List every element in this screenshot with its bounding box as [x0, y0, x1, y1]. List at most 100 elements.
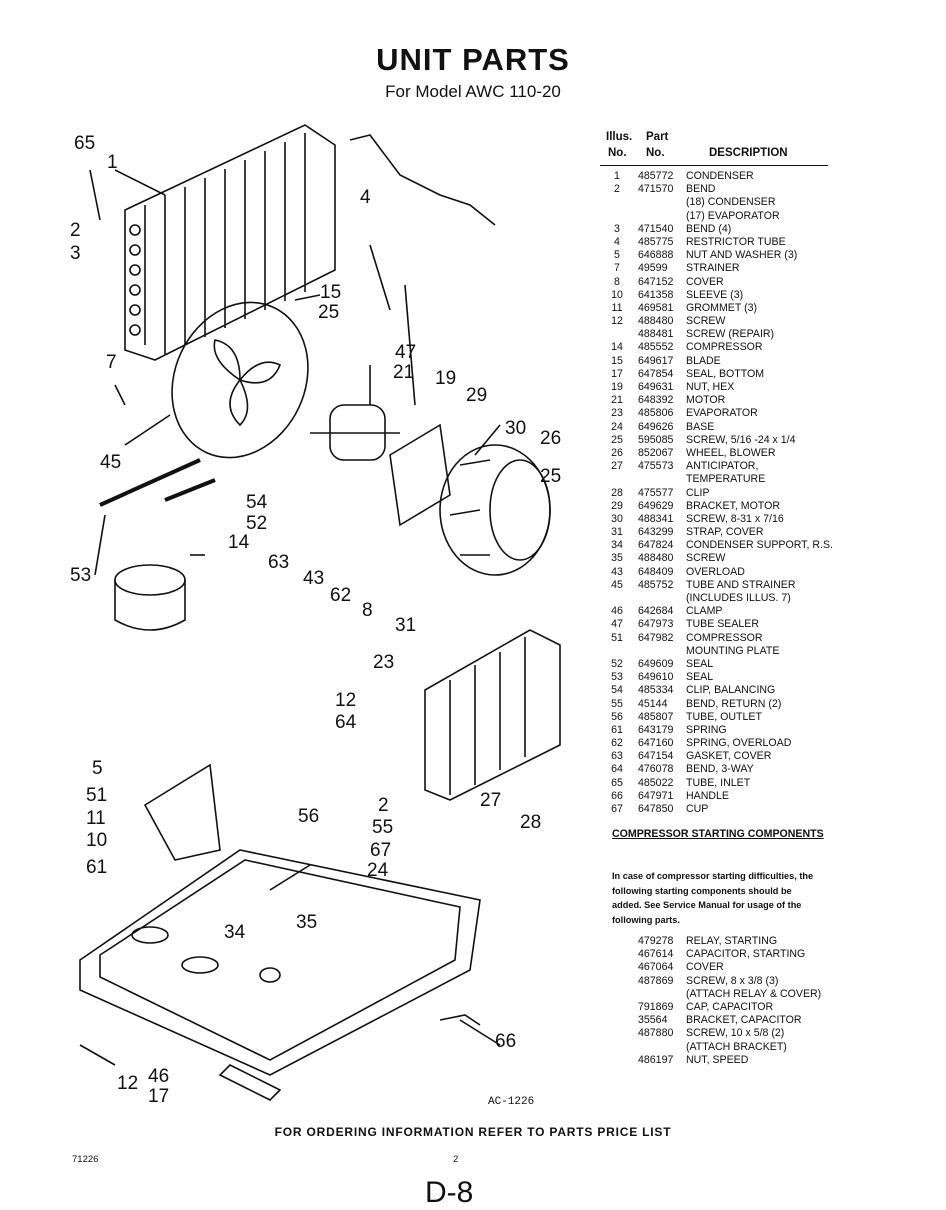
callout-17: 17 — [148, 1086, 170, 1107]
part-illus-no: 54 — [611, 684, 623, 697]
part-description: SCREW, 8-31 x 7/16 — [686, 512, 784, 525]
part-number: 486197 — [638, 1053, 674, 1066]
callout-12: 12 — [335, 690, 357, 711]
part-description: MOTOR — [686, 394, 726, 407]
part-number: 648409 — [638, 565, 674, 578]
part-illus-no: 61 — [611, 723, 623, 736]
part-number: 647160 — [638, 737, 674, 750]
part-description: MOUNTING PLATE — [686, 644, 780, 657]
part-number: 485772 — [638, 170, 674, 182]
callout-2b: 2 — [378, 795, 389, 816]
part-illus-no: 8 — [614, 275, 620, 288]
base-pan — [79, 849, 481, 1101]
part-illus-no: 46 — [611, 605, 623, 618]
part-illus-no: 3 — [614, 222, 620, 235]
part-illus-no: 66 — [611, 789, 623, 802]
part-number: 647154 — [638, 750, 674, 763]
callout-51: 51 — [86, 785, 108, 806]
part-description: (17) EVAPORATOR — [686, 209, 780, 222]
part-description: NUT, HEX — [686, 381, 735, 393]
part-illus-no: 12 — [611, 315, 623, 328]
part-illus-no: 55 — [611, 697, 623, 710]
part-number: 475577 — [638, 486, 674, 499]
part-description: (18) CONDENSER — [686, 196, 776, 209]
restrictor-tube — [349, 134, 496, 226]
page-subtitle: For Model AWC 110-20 — [385, 82, 561, 101]
handle — [439, 1014, 481, 1026]
part-illus-no: 7 — [614, 262, 620, 275]
part-description: TEMPERATURE — [686, 473, 766, 486]
part-description: CUP — [686, 803, 709, 815]
part-description: CLIP, BALANCING — [686, 684, 776, 697]
part-illus-no: 56 — [611, 710, 623, 723]
callout-25b: 25 — [540, 466, 562, 487]
part-description: BASE — [686, 420, 715, 433]
header-part-no: No. — [646, 147, 665, 159]
part-description: RELAY, STARTING — [686, 935, 778, 947]
part-description: COVER — [686, 275, 724, 288]
part-number: 471540 — [638, 222, 674, 235]
part-illus-no: 29 — [611, 499, 623, 512]
condenser-coil — [124, 124, 336, 361]
part-description: SEAL — [686, 657, 714, 670]
callout-54: 54 — [246, 492, 268, 513]
part-illus-no: 64 — [611, 763, 623, 776]
part-description: HANDLE — [686, 789, 729, 802]
diagram-label: AC-1226 — [488, 1096, 535, 1108]
part-description: COMPRESSOR — [686, 631, 763, 644]
part-number: 471570 — [638, 183, 674, 196]
part-description: BEND (4) — [686, 222, 732, 235]
callout-63: 63 — [268, 552, 290, 573]
compressor-parts-row: (ATTACH RELAY & COVER) — [608, 988, 938, 1001]
part-illus-no: 35 — [611, 552, 623, 565]
part-description: SPRING — [686, 723, 727, 736]
part-illus-no: 23 — [611, 407, 623, 420]
part-illus-no: 62 — [611, 737, 623, 750]
compressor-note: In case of compressor starting difficult… — [612, 871, 814, 925]
part-description: SCREW, 8 x 3/8 (3) — [686, 974, 779, 987]
part-illus-no: 11 — [611, 301, 623, 314]
part-number: 643299 — [638, 526, 674, 539]
page-number: 2 — [453, 1154, 459, 1165]
part-number: 485775 — [638, 235, 674, 248]
part-illus-no: 63 — [611, 750, 623, 763]
part-description: SLEEVE (3) — [686, 288, 744, 301]
part-description: RESTRICTOR TUBE — [686, 235, 786, 248]
callout-65: 65 — [74, 133, 96, 154]
part-illus-no: 10 — [611, 288, 623, 301]
part-description: SEAL, BOTTOM — [686, 367, 765, 380]
callout-52: 52 — [246, 513, 268, 534]
compressor-parts-row: (ATTACH BRACKET) — [608, 1041, 938, 1054]
part-illus-no: 26 — [611, 446, 623, 459]
part-number: 485022 — [638, 776, 674, 789]
part-description: OVERLOAD — [686, 565, 745, 578]
part-illus-no: 24 — [611, 420, 623, 433]
part-illus-no: 31 — [611, 526, 623, 539]
part-number: 469581 — [638, 301, 674, 314]
part-illus-no: 45 — [611, 578, 623, 591]
header-description: DESCRIPTION — [709, 147, 788, 159]
callout-24: 24 — [367, 860, 389, 881]
part-number: 488480 — [638, 552, 674, 565]
part-description: TUBE, OUTLET — [686, 710, 762, 723]
part-number: 479278 — [638, 935, 674, 947]
